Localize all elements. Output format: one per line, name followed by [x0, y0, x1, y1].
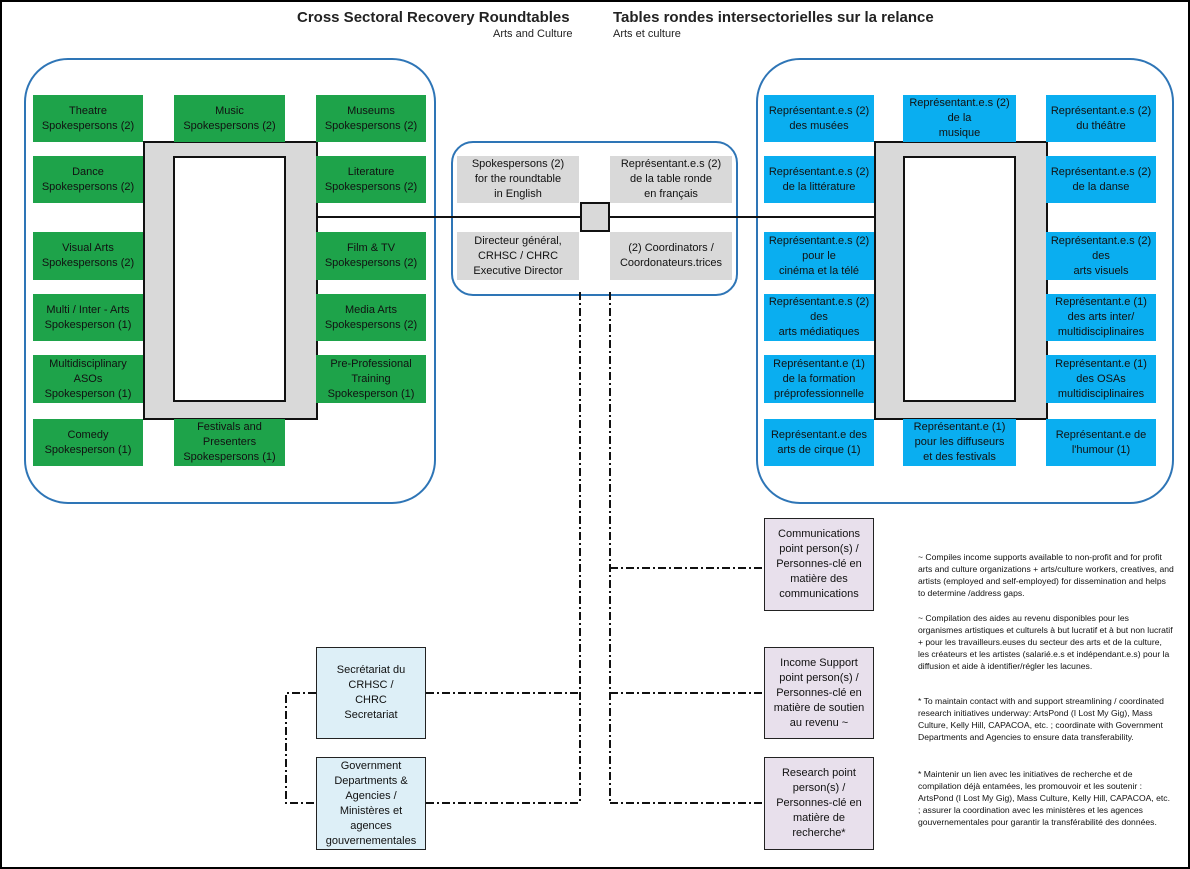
title-french: Tables rondes intersectorielles sur la r… — [613, 9, 934, 26]
representant-formation-preprofessionnelle: Représentant.e (1) de la formation prépr… — [764, 355, 874, 403]
research-note-french: * Maintenir un lien avec les initiatives… — [918, 769, 1170, 827]
executive-director: Directeur général, CRHSC / CHRC Executiv… — [457, 232, 579, 280]
literature-spokespersons: Literature Spokespersons (2) — [316, 156, 426, 203]
representants-musique: Représentant.e.s (2) de la musique — [903, 95, 1016, 142]
multidisciplinary-asos-spokesperson: Multidisciplinary ASOs Spokesperson (1) — [33, 355, 143, 403]
film-tv-spokespersons: Film & TV Spokespersons (2) — [316, 232, 426, 280]
french-roundtable-table-inner — [903, 156, 1016, 402]
pre-professional-training-spokesperson: Pre-Professional Training Spokesperson (… — [316, 355, 426, 403]
museums-spokespersons: Museums Spokespersons (2) — [316, 95, 426, 142]
representants-arts-mediatiques: Représentant.e.s (2) des arts médiatique… — [764, 294, 874, 341]
representants-cinema-tele: Représentant.e.s (2) pour le cinéma et l… — [764, 232, 874, 280]
secretariat-government-link — [285, 692, 316, 804]
festivals-presenters-spokespersons: Festivals and Presenters Spokespersons (… — [174, 419, 285, 466]
income-support-point-person-box: Income Support point person(s) / Personn… — [764, 647, 874, 739]
subtitle-french: Arts et culture — [613, 28, 681, 40]
spokespersons-english-roundtable: Spokespersons (2) for the roundtable in … — [457, 156, 579, 203]
representant-humour: Représentant.e de l'humour (1) — [1046, 419, 1156, 466]
representants-danse: Représentant.e.s (2) de la danse — [1046, 156, 1156, 203]
central-hub — [580, 202, 610, 232]
title-english: Cross Sectoral Recovery Roundtables — [297, 9, 570, 26]
representants-musees: Représentant.e.s (2) des musées — [764, 95, 874, 142]
research-point-person-box: Research point person(s) / Personnes-clé… — [764, 757, 874, 850]
visual-arts-spokespersons: Visual Arts Spokespersons (2) — [33, 232, 143, 280]
representant-diffuseurs-festivals: Représentant.e (1) pour les diffuseurs e… — [903, 419, 1016, 466]
representants-litterature: Représentant.e.s (2) de la littérature — [764, 156, 874, 203]
representants-french-roundtable: Représentant.e.s (2) de la table ronde e… — [610, 156, 732, 203]
english-roundtable-table-inner — [173, 156, 286, 402]
communications-point-person-box: Communications point person(s) / Personn… — [764, 518, 874, 611]
representant-osas-multidisciplinaires: Représentant.e (1) des OSAs multidiscipl… — [1046, 355, 1156, 403]
coordinators: (2) Coordinators / Coordonateurs.trices — [610, 232, 732, 280]
representants-theatre: Représentant.e.s (2) du théâtre — [1046, 95, 1156, 142]
government-agencies-box: Government Departments & Agencies / Mini… — [316, 757, 426, 850]
income-support-note-french: ~ Compilation des aides au revenu dispon… — [918, 613, 1173, 671]
secretariat-box: Secrétariat du CRHSC / CHRC Secretariat — [316, 647, 426, 739]
research-note-english: * To maintain contact with and support s… — [918, 696, 1164, 742]
income-support-note-english: ~ Compiles income supports available to … — [918, 552, 1174, 598]
representant-arts-inter-multi: Représentant.e (1) des arts inter/ multi… — [1046, 294, 1156, 341]
multi-inter-arts-spokesperson: Multi / Inter - Arts Spokesperson (1) — [33, 294, 143, 341]
comedy-spokesperson: Comedy Spokesperson (1) — [33, 419, 143, 466]
media-arts-spokespersons: Media Arts Spokespersons (2) — [316, 294, 426, 341]
subtitle-english: Arts and Culture — [493, 28, 573, 40]
representant-arts-cirque: Représentant.e des arts de cirque (1) — [764, 419, 874, 466]
dance-spokespersons: Dance Spokespersons (2) — [33, 156, 143, 203]
representants-arts-visuels: Représentant.e.s (2) des arts visuels — [1046, 232, 1156, 280]
theatre-spokespersons: Theatre Spokespersons (2) — [33, 95, 143, 142]
music-spokespersons: Music Spokespersons (2) — [174, 95, 285, 142]
